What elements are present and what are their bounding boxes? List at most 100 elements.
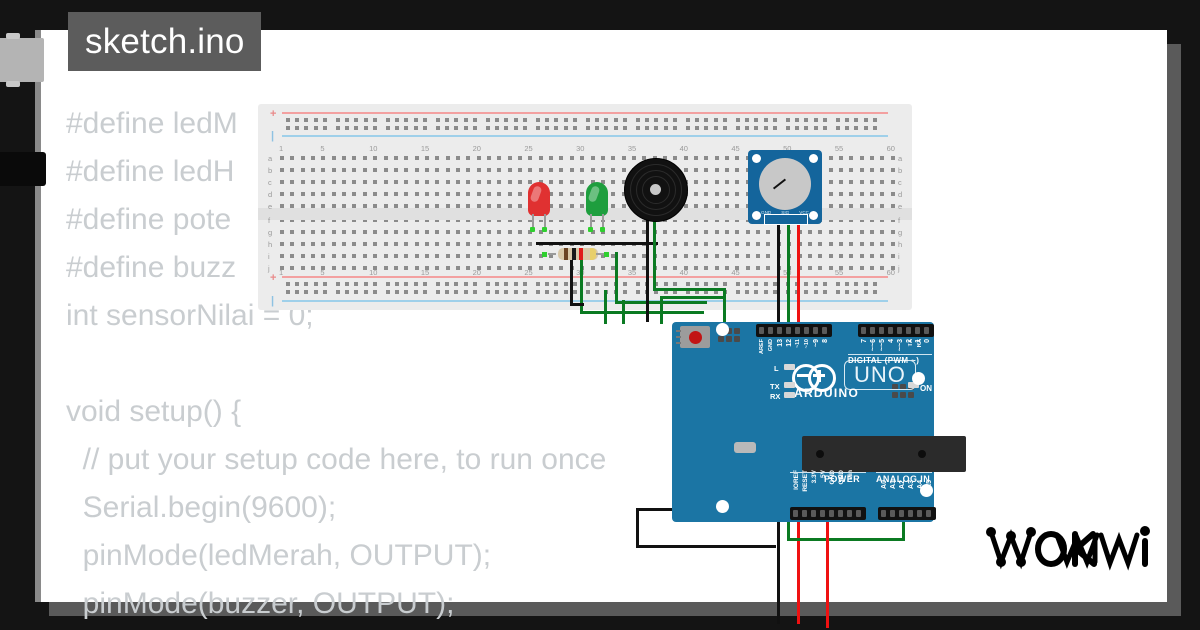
hole xyxy=(528,254,533,258)
wire-green-left-up[interactable] xyxy=(660,296,663,324)
pin-socket[interactable] xyxy=(793,510,798,517)
pin-socket[interactable] xyxy=(899,510,904,517)
wire-green-buzzer-h[interactable] xyxy=(653,288,725,291)
potentiometer[interactable]: GND SIG VCC xyxy=(748,150,822,225)
rail-hole xyxy=(554,282,559,286)
pin-socket[interactable] xyxy=(811,510,816,517)
wire-green-left-h[interactable] xyxy=(660,296,726,299)
power-header[interactable] xyxy=(790,507,866,520)
wire-black-top[interactable] xyxy=(536,242,658,245)
file-tab[interactable]: sketch.ino xyxy=(68,12,261,71)
rail-hole xyxy=(504,118,509,122)
wire-green-res-left[interactable] xyxy=(580,252,583,314)
column-number-top: 30 xyxy=(576,144,585,153)
hole xyxy=(476,230,481,234)
pin-socket[interactable] xyxy=(908,510,913,517)
buzzer-center-hole xyxy=(650,184,661,195)
hole xyxy=(466,192,471,196)
pin-socket[interactable] xyxy=(917,510,922,517)
power-barrel-jack[interactable] xyxy=(0,152,46,186)
hole xyxy=(549,204,554,208)
rail-hole xyxy=(836,290,840,294)
wire-green-led-red[interactable] xyxy=(604,290,607,324)
analog-header[interactable] xyxy=(878,507,936,520)
rail-hole xyxy=(763,282,768,286)
pin-socket[interactable] xyxy=(906,327,911,334)
buzzer-ring-2 xyxy=(636,170,676,210)
hole xyxy=(290,218,295,222)
hole xyxy=(311,192,316,196)
pin-socket[interactable] xyxy=(881,510,886,517)
rail-hole xyxy=(872,282,877,286)
pin-socket[interactable] xyxy=(926,510,931,517)
hole xyxy=(890,218,895,222)
rail-hole xyxy=(445,290,450,294)
pot-knob[interactable] xyxy=(759,158,811,210)
wire-black-buzzer[interactable] xyxy=(646,214,649,322)
wire-red-5v[interactable] xyxy=(826,480,829,628)
pin-socket[interactable] xyxy=(829,510,834,517)
wire-green-buzzer-down[interactable] xyxy=(723,288,726,324)
pin-socket[interactable] xyxy=(813,327,818,334)
wire-green-pot-sig-h[interactable] xyxy=(787,538,905,541)
rail-hole xyxy=(395,118,400,122)
pin-socket[interactable] xyxy=(879,327,884,334)
pin-socket[interactable] xyxy=(856,510,861,517)
pin-socket[interactable] xyxy=(759,327,764,334)
digital-pin-label: 0 xyxy=(924,339,931,343)
pin-socket[interactable] xyxy=(786,327,791,334)
rail-hole xyxy=(686,290,690,294)
pin-socket[interactable] xyxy=(847,510,852,517)
wire-green-res-right[interactable] xyxy=(615,252,618,304)
pin-socket[interactable] xyxy=(924,327,929,334)
hole xyxy=(538,168,543,172)
digital-header-left[interactable] xyxy=(756,324,832,337)
pin-socket[interactable] xyxy=(915,327,920,334)
wire-black-left-drop[interactable] xyxy=(570,248,573,306)
pin-socket[interactable] xyxy=(890,510,895,517)
wire-green-buzzer[interactable] xyxy=(653,214,656,290)
reset-button-cap[interactable] xyxy=(689,331,702,344)
wire-black-loop-left[interactable] xyxy=(636,508,639,548)
hole xyxy=(735,192,740,196)
hole xyxy=(714,266,719,270)
pin-socket[interactable] xyxy=(861,327,866,334)
rail-hole xyxy=(804,290,809,294)
hole xyxy=(849,266,854,270)
wire-green-led-green[interactable] xyxy=(622,300,625,324)
hole xyxy=(704,254,709,258)
pin-socket[interactable] xyxy=(888,327,893,334)
hole xyxy=(311,180,316,184)
buzzer[interactable] xyxy=(624,158,688,222)
pin-socket[interactable] xyxy=(870,327,875,334)
hole xyxy=(290,266,295,270)
pin-socket[interactable] xyxy=(820,510,825,517)
wire-black-left-h[interactable] xyxy=(570,303,584,306)
led-red-pad-1 xyxy=(530,227,535,232)
rail-hole xyxy=(445,126,450,130)
pin-socket[interactable] xyxy=(822,327,827,334)
hole xyxy=(869,242,874,246)
pin-socket[interactable] xyxy=(777,327,782,334)
row-label-left: c xyxy=(268,178,272,187)
wire-black-loop-bottom[interactable] xyxy=(636,545,776,548)
hole xyxy=(300,156,305,160)
pin-socket[interactable] xyxy=(768,327,773,334)
hole xyxy=(569,156,574,160)
pin-socket[interactable] xyxy=(802,510,807,517)
hole xyxy=(735,168,740,172)
pin-socket[interactable] xyxy=(838,510,843,517)
hole xyxy=(414,168,419,172)
pin-socket[interactable] xyxy=(897,327,902,334)
hole xyxy=(362,242,367,246)
reset-button[interactable] xyxy=(676,326,710,348)
digital-header-right[interactable] xyxy=(858,324,934,337)
usb-connector[interactable] xyxy=(0,33,44,87)
pin-socket[interactable] xyxy=(804,327,809,334)
hole xyxy=(466,218,471,222)
pin-socket[interactable] xyxy=(795,327,800,334)
hole xyxy=(445,254,450,258)
hole xyxy=(611,218,616,222)
wire-green-res-left-h[interactable] xyxy=(582,311,704,314)
